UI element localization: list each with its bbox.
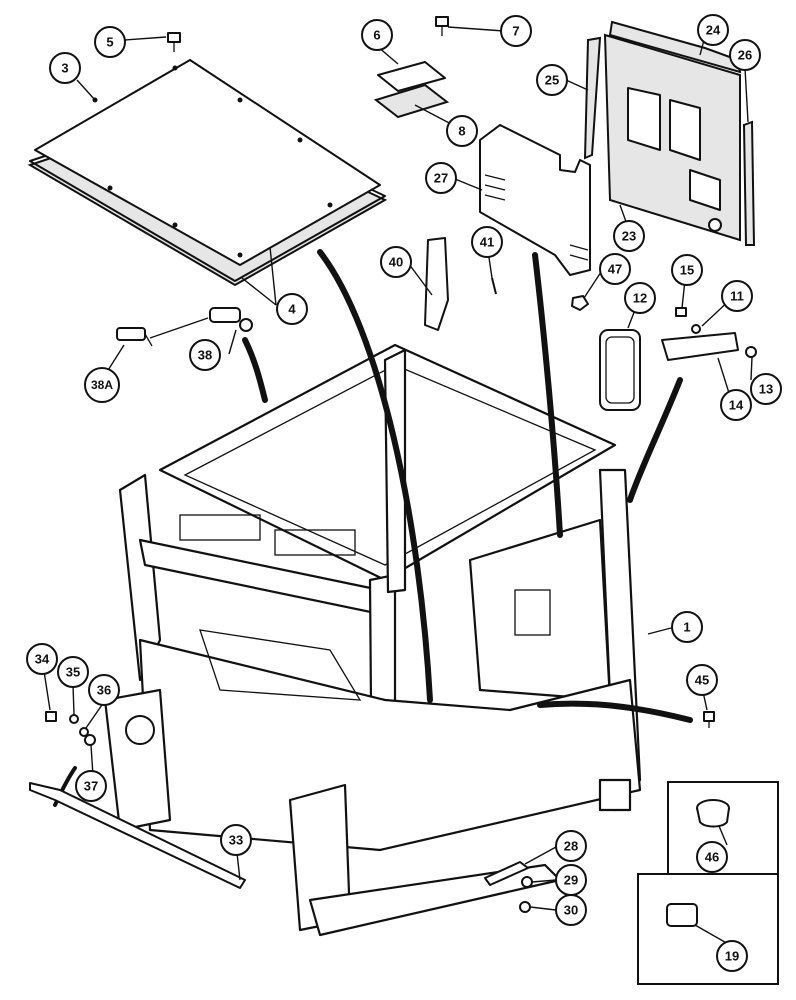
callout-45: 45 — [686, 664, 718, 696]
svg-text:24: 24 — [706, 23, 721, 38]
strap-33 — [29, 782, 246, 889]
svg-text:6: 6 — [373, 28, 380, 43]
callout-15: 15 — [671, 254, 703, 286]
svg-text:26: 26 — [738, 48, 752, 63]
svg-text:45: 45 — [695, 673, 709, 688]
bolt-7 — [435, 16, 449, 36]
callout-35: 35 — [57, 656, 89, 688]
nut-13 — [745, 346, 757, 358]
svg-text:38: 38 — [198, 348, 212, 363]
callout-33: 33 — [220, 824, 252, 856]
svg-text:4: 4 — [288, 302, 296, 317]
bolt-5 — [167, 32, 181, 52]
svg-text:29: 29 — [564, 873, 578, 888]
svg-text:30: 30 — [564, 903, 578, 918]
svg-text:41: 41 — [480, 235, 494, 250]
svg-text:34: 34 — [35, 652, 50, 667]
callout-5: 5 — [94, 26, 126, 58]
callout-41: 41 — [471, 226, 503, 258]
screw-41 — [491, 277, 497, 295]
svg-text:19: 19 — [725, 949, 739, 964]
svg-text:5: 5 — [106, 35, 113, 50]
callout-25: 25 — [536, 64, 568, 96]
svg-text:15: 15 — [680, 263, 694, 278]
callout-6: 6 — [361, 19, 393, 51]
svg-text:8: 8 — [458, 124, 465, 139]
callout-38a: 38A — [84, 367, 120, 403]
trim-40 — [424, 237, 449, 331]
washer-35 — [69, 714, 79, 724]
callout-12: 12 — [624, 282, 656, 314]
callout-34: 34 — [26, 643, 58, 675]
callout-3: 3 — [49, 52, 81, 84]
washer-11 — [691, 324, 701, 334]
callout-7: 7 — [500, 15, 532, 47]
callout-38: 38 — [189, 339, 221, 371]
svg-text:46: 46 — [705, 850, 719, 865]
window-12 — [599, 329, 641, 411]
svg-text:28: 28 — [564, 839, 578, 854]
callout-1: 1 — [671, 611, 703, 643]
svg-text:13: 13 — [759, 382, 773, 397]
svg-text:23: 23 — [622, 229, 636, 244]
rear-insulation-panel — [583, 20, 756, 246]
nut-37 — [84, 734, 96, 746]
callout-24: 24 — [697, 14, 729, 46]
callout-13: 13 — [750, 373, 782, 405]
svg-text:14: 14 — [729, 398, 744, 413]
cab-frame — [103, 343, 642, 937]
callout-40: 40 — [380, 246, 412, 278]
callout-28: 28 — [555, 830, 587, 862]
callout-46: 46 — [696, 841, 728, 873]
svg-text:40: 40 — [389, 255, 403, 270]
svg-text:47: 47 — [608, 262, 622, 277]
svg-text:33: 33 — [229, 833, 243, 848]
callout-19: 19 — [716, 940, 748, 972]
valve-38a — [116, 327, 153, 347]
callout-27: 27 — [425, 162, 457, 194]
svg-text:36: 36 — [97, 683, 111, 698]
bolt-45 — [703, 711, 715, 728]
inset-plug-19 — [637, 873, 779, 985]
cable-28 — [484, 861, 529, 886]
valve-38 — [209, 307, 253, 332]
svg-text:12: 12 — [633, 291, 647, 306]
screw-15 — [675, 307, 687, 317]
callout-11: 11 — [721, 280, 753, 312]
callout-36: 36 — [88, 674, 120, 706]
callout-8: 8 — [446, 115, 478, 147]
svg-text:27: 27 — [434, 171, 448, 186]
bolt-34 — [45, 711, 57, 722]
nut-30 — [519, 901, 531, 913]
washer-36 — [79, 727, 89, 737]
callouts: 1 3 4 5 6 7 8 11 12 13 14 15 19 23 24 25… — [26, 14, 782, 972]
bracket-14 — [661, 332, 739, 361]
callout-30: 30 — [555, 894, 587, 926]
svg-text:37: 37 — [84, 779, 98, 794]
filter-cover — [373, 61, 450, 119]
svg-text:7: 7 — [512, 24, 519, 39]
roof-panel — [27, 59, 388, 287]
callout-37: 37 — [75, 770, 107, 802]
inset-plug-46 — [667, 781, 779, 875]
svg-text:11: 11 — [730, 289, 744, 304]
hoses — [53, 249, 693, 807]
svg-text:3: 3 — [61, 61, 68, 76]
callout-29: 29 — [555, 864, 587, 896]
washer-29 — [521, 876, 533, 888]
svg-text:38A: 38A — [91, 378, 113, 392]
svg-text:35: 35 — [66, 665, 80, 680]
side-panel-27 — [479, 124, 591, 276]
nut-47 — [571, 295, 589, 311]
callout-47: 47 — [599, 253, 631, 285]
callout-26: 26 — [729, 39, 761, 71]
svg-text:1: 1 — [683, 620, 690, 635]
callout-4: 4 — [276, 293, 308, 325]
svg-text:25: 25 — [545, 73, 559, 88]
callout-23: 23 — [613, 220, 645, 252]
callout-14: 14 — [720, 389, 752, 421]
